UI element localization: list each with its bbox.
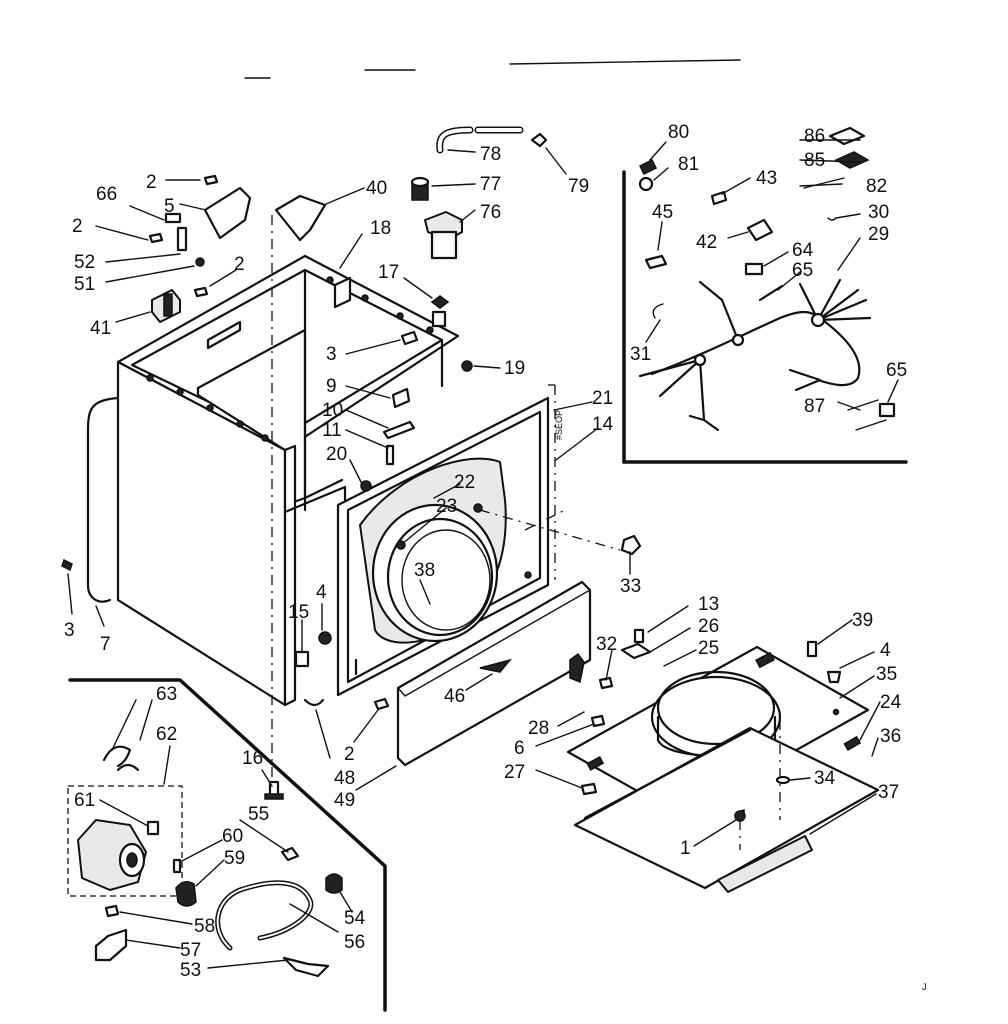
callout-2-top: 2 xyxy=(146,172,157,193)
callout-46: 46 xyxy=(444,686,465,707)
callout-4-front: 4 xyxy=(316,582,327,603)
callout-16: 16 xyxy=(242,748,263,769)
callout-28: 28 xyxy=(528,718,549,739)
callout-49: 49 xyxy=(334,790,355,811)
callout-38: 38 xyxy=(414,560,435,581)
toe-panel xyxy=(396,580,592,767)
callout-9: 9 xyxy=(326,376,337,397)
motor-inset-frame xyxy=(68,678,387,1012)
callout-55: 55 xyxy=(248,804,269,825)
callout-76: 76 xyxy=(480,202,501,223)
callout-29: 29 xyxy=(868,224,889,245)
callout-34: 34 xyxy=(814,768,836,789)
callout-3-cabinet: 3 xyxy=(326,344,337,365)
callout-labels: 80 81 86 85 82 43 30 29 45 42 64 65 31 6… xyxy=(64,122,907,981)
callout-35: 35 xyxy=(876,664,897,685)
callout-2-mid: 2 xyxy=(234,254,245,275)
callout-18: 18 xyxy=(370,218,391,239)
callout-62: 62 xyxy=(156,724,177,745)
callout-19: 19 xyxy=(504,358,525,379)
motor-group xyxy=(67,745,343,978)
callout-42: 42 xyxy=(696,232,717,253)
callout-45: 45 xyxy=(652,202,673,223)
callout-11: 11 xyxy=(322,420,342,441)
callout-37: 37 xyxy=(878,782,899,803)
callout-54: 54 xyxy=(344,908,366,929)
callout-26: 26 xyxy=(698,616,719,637)
callout-36: 36 xyxy=(880,726,901,747)
callout-23: 23 xyxy=(436,496,457,517)
callout-65-harness: 65 xyxy=(792,260,813,281)
callout-30: 30 xyxy=(868,202,889,223)
callout-5: 5 xyxy=(164,196,175,217)
callout-17: 17 xyxy=(378,262,399,283)
callout-85: 85 xyxy=(804,150,825,171)
callout-86: 86 xyxy=(804,126,825,147)
callout-78: 78 xyxy=(480,144,501,165)
leader-lines xyxy=(67,139,899,969)
callout-43: 43 xyxy=(756,168,777,189)
callout-64: 64 xyxy=(792,240,814,261)
front-panel xyxy=(336,384,621,697)
callout-7: 7 xyxy=(100,634,111,655)
small-parts xyxy=(61,126,842,822)
callout-40: 40 xyxy=(366,178,387,199)
callout-33: 33 xyxy=(620,576,641,597)
callout-21: 21 xyxy=(592,388,613,409)
callout-58: 58 xyxy=(194,916,215,937)
wiring-inset-frame xyxy=(622,170,908,464)
callout-15: 15 xyxy=(288,602,309,623)
callout-81: 81 xyxy=(678,154,699,175)
wiring-harness xyxy=(638,126,896,432)
callout-53: 53 xyxy=(180,960,201,981)
callout-57: 57 xyxy=(180,940,201,961)
callout-32: 32 xyxy=(596,634,617,655)
callout-65-inset: 65 xyxy=(886,360,907,381)
callout-2-left: 2 xyxy=(72,216,83,237)
callout-82: 82 xyxy=(866,176,887,197)
callout-22: 22 xyxy=(454,472,475,493)
callout-39: 39 xyxy=(852,610,873,631)
callout-80: 80 xyxy=(668,122,689,143)
corner-mark: J xyxy=(922,982,927,992)
callout-10: 10 xyxy=(322,400,343,421)
callout-56: 56 xyxy=(344,932,365,953)
callout-66: 66 xyxy=(96,184,117,205)
callout-2-lower: 2 xyxy=(344,744,355,765)
callout-61: 61 xyxy=(74,790,95,811)
callout-52: 52 xyxy=(74,252,95,273)
callout-25: 25 xyxy=(698,638,719,659)
callout-60: 60 xyxy=(222,826,243,847)
callout-20: 20 xyxy=(326,444,347,465)
callout-48: 48 xyxy=(334,768,355,789)
callout-31: 31 xyxy=(630,344,651,365)
callout-13: 13 xyxy=(698,594,719,615)
callout-14: 14 xyxy=(592,414,614,435)
base-assembly xyxy=(566,645,880,893)
callout-87: 87 xyxy=(804,396,825,417)
header-rules xyxy=(244,59,741,79)
callout-77: 77 xyxy=(480,174,501,195)
callout-27: 27 xyxy=(504,762,525,783)
callout-63: 63 xyxy=(156,684,177,705)
cabinet xyxy=(86,254,460,707)
callout-3-side: 3 xyxy=(64,620,75,641)
callout-79: 79 xyxy=(568,176,589,197)
panel-stamp: #SEOP xyxy=(554,410,564,440)
callout-24: 24 xyxy=(880,692,902,713)
callout-59: 59 xyxy=(224,848,245,869)
callout-41: 41 xyxy=(90,318,111,339)
callout-1: 1 xyxy=(680,838,691,859)
callout-51: 51 xyxy=(74,274,95,295)
callout-4-base: 4 xyxy=(880,640,891,661)
callout-6: 6 xyxy=(514,738,525,759)
